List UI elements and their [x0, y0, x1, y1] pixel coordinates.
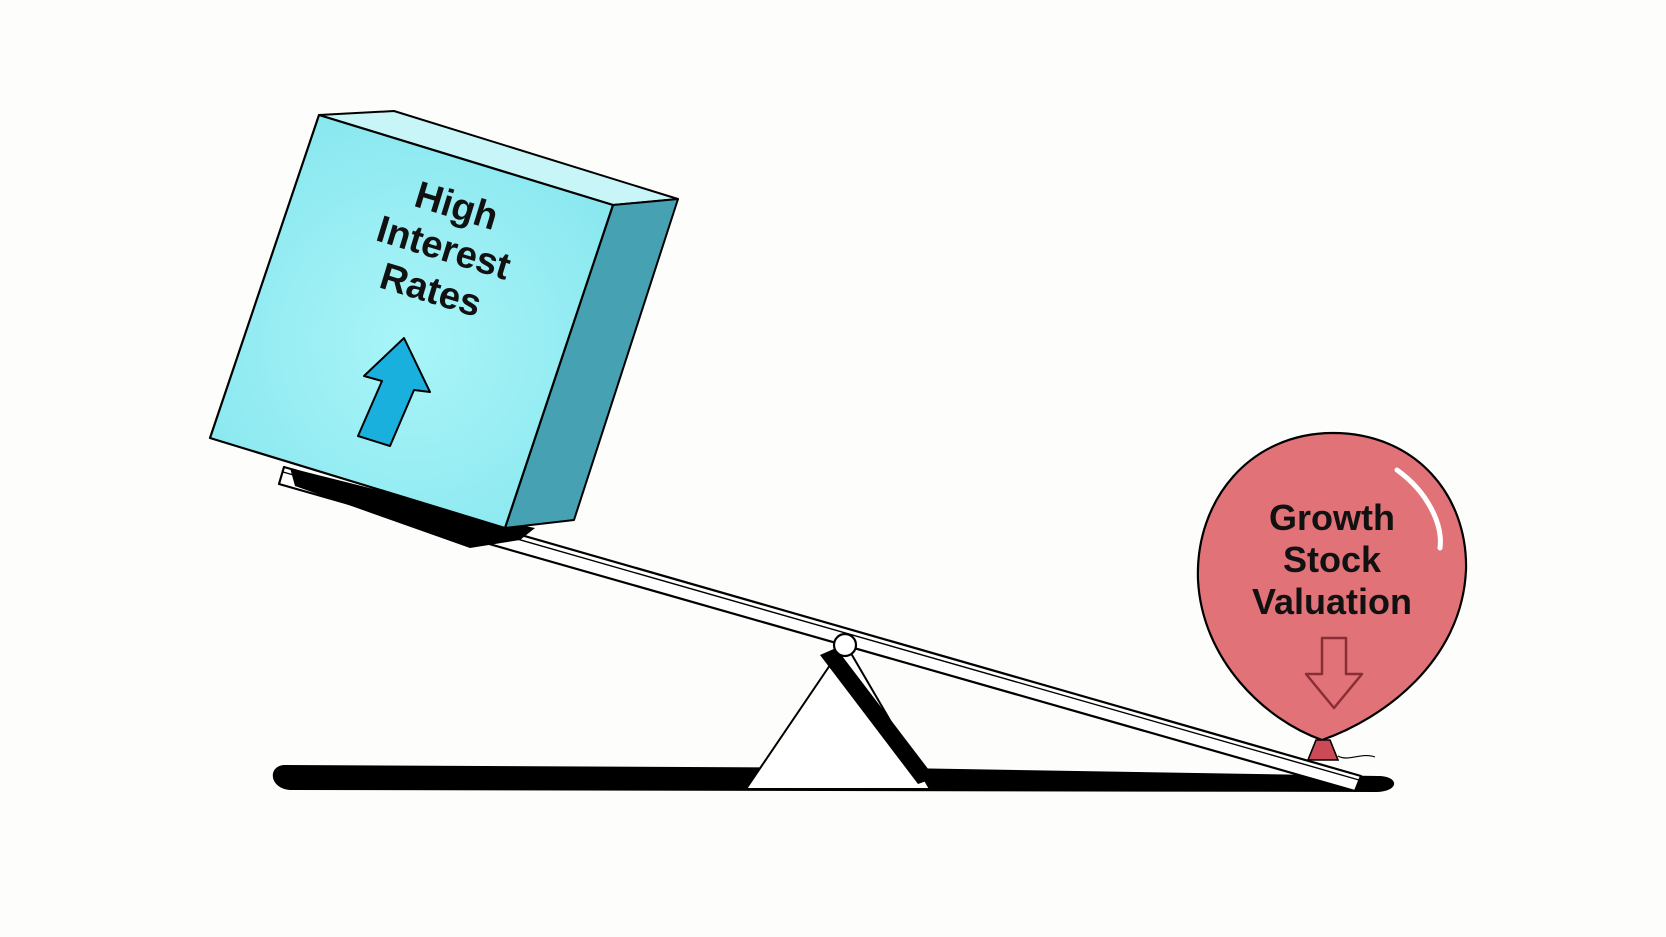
growth-stock-balloon: Growth Stock Valuation [1196, 431, 1468, 761]
block-shadow [290, 468, 535, 548]
block-front-face [208, 113, 615, 530]
balloon-knot [1306, 739, 1340, 761]
balloon-string [1337, 754, 1376, 759]
balloon-highlight [1394, 467, 1443, 551]
pivot-circle [832, 632, 858, 658]
balloon-label-line-2: Stock [1283, 539, 1382, 580]
balloon-label-line-3: Valuation [1252, 581, 1412, 622]
interest-rate-block: High Interest Rates [208, 110, 679, 530]
up-arrow-icon [357, 337, 431, 447]
fulcrum-shadow [820, 648, 935, 784]
balloon-label-line-1: Growth [1269, 497, 1395, 538]
down-arrow-icon [1304, 636, 1364, 710]
